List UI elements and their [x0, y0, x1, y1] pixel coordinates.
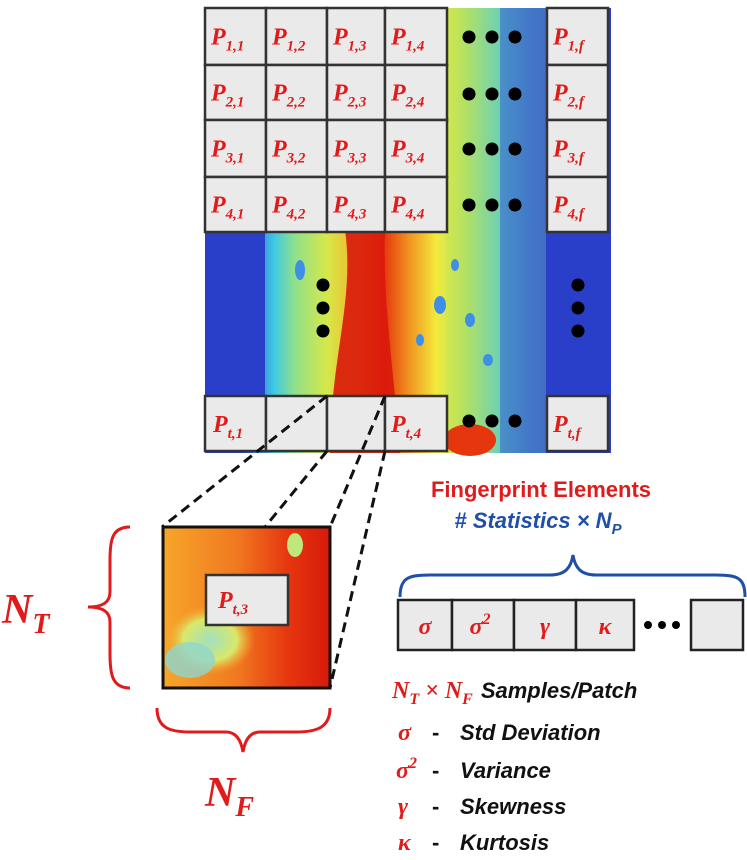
cell-4-1-label: P4,1: [210, 193, 244, 223]
fp-box-4: [574, 598, 636, 652]
cell-1-1: [203, 6, 268, 67]
cell-4-1: [203, 175, 268, 234]
cell-4-4-label: P4,4: [390, 193, 425, 223]
cell-2-f-label: P2,f: [552, 81, 586, 111]
svg-text:-: -: [432, 720, 439, 745]
legend: σ - Std Deviation σ2 - Variance γ - Skew…: [396, 720, 601, 856]
cell-2-3-label: P2,3: [332, 81, 367, 111]
legend-item-variance: σ2 - Variance: [396, 755, 551, 784]
fp-box-2-label: σ2: [470, 611, 491, 640]
nt-brace: NT: [1, 525, 131, 690]
cell-4-3-label: P4,3: [332, 193, 367, 223]
cell-t-f-label: Pt,f: [552, 412, 583, 442]
col-f-vertical-ellipsis: [571, 278, 585, 338]
cell-1-3-label: P1,3: [332, 25, 367, 55]
legend-item-skewness: γ - Skewness: [398, 794, 566, 820]
nt-label: NT: [1, 587, 51, 640]
svg-text:σ2: σ2: [396, 755, 417, 784]
svg-text:Kurtosis: Kurtosis: [460, 830, 549, 855]
cell-t-1-label: Pt,1: [212, 412, 243, 442]
nf-brace: NF: [155, 707, 332, 823]
svg-text:σ: σ: [398, 720, 412, 746]
legend-item-kurtosis: κ - Kurtosis: [398, 830, 549, 856]
legend-item-std: σ - Std Deviation: [398, 720, 601, 746]
cell-3-3: [325, 118, 387, 179]
fp-box-3-label: γ: [540, 614, 550, 640]
bottom-row: Pt,1 Pt,4 Pt,f: [203, 394, 610, 453]
cell-t-f: [545, 394, 610, 453]
cell-3-2-label: P3,2: [271, 137, 306, 167]
cell-3-f: [545, 118, 610, 179]
fp-box-1-label: σ: [419, 614, 433, 640]
fingerprint-elements: σ σ2 γ κ: [396, 598, 745, 652]
cell-2-4-label: P2,4: [390, 81, 425, 111]
cell-2-f: [545, 63, 610, 122]
fp-box-empty: [689, 598, 745, 652]
cell-3-4-label: P3,4: [390, 137, 425, 167]
cell-1-1-label: P1,1: [210, 25, 244, 55]
cell-3-f-label: P3,f: [552, 137, 586, 167]
inner-patch-label: Pt,3: [217, 588, 249, 618]
cell-4-2-label: P4,2: [271, 193, 306, 223]
svg-text:Skewness: Skewness: [460, 794, 566, 819]
fp-box-4-label: κ: [599, 614, 613, 640]
cell-2-2-label: P2,2: [271, 81, 306, 111]
svg-text:κ: κ: [398, 830, 412, 856]
row-4-ellipsis: [462, 198, 522, 212]
cell-t-4-label: Pt,4: [390, 412, 422, 442]
svg-text:-: -: [432, 794, 439, 819]
row-2-ellipsis: [462, 87, 522, 101]
row-1-ellipsis: [462, 30, 522, 44]
cell-3-1-label: P3,1: [210, 137, 244, 167]
cell-3-4: [383, 118, 449, 179]
zoomed-patch: Pt,3: [161, 525, 332, 690]
svg-text:Variance: Variance: [460, 758, 551, 783]
fp-ellipsis-dots: [644, 621, 680, 629]
svg-text:-: -: [432, 758, 439, 783]
cell-4-f: [545, 175, 610, 234]
cell-1-f-label: P1,f: [552, 25, 586, 55]
patch-grid: P1,1 P1,2 P1,3 P1,4 P1,fP2,1 P2,2 P2,3 P2,4 P2,f…: [203, 6, 610, 234]
cell-4-f-label: P4,f: [552, 193, 586, 223]
cell-3-3-label: P3,3: [332, 137, 367, 167]
cell-t-2: [264, 394, 329, 453]
svg-text:Std Deviation: Std Deviation: [460, 720, 601, 745]
bottom-row-ellipsis: [462, 414, 522, 428]
grid-ellipsis-dots: [316, 30, 585, 428]
cell-1-2: [264, 6, 329, 67]
fingerprint-title: Fingerprint Elements: [431, 477, 651, 502]
cell-3-2: [264, 118, 329, 179]
row-3-ellipsis: [462, 142, 522, 156]
cell-1-2-label: P1,2: [271, 25, 306, 55]
cell-t-1: [203, 394, 268, 453]
inner-patch-box: [204, 573, 290, 627]
fp-box-3: [512, 598, 578, 652]
cell-2-1-label: P2,1: [210, 81, 244, 111]
fingerprint-brace: [398, 554, 747, 598]
cell-t-3: [325, 394, 387, 453]
zoom-projection-lines: [161, 394, 387, 689]
cell-2-3: [325, 63, 387, 122]
cell-2-4: [383, 63, 449, 122]
svg-text:γ: γ: [398, 794, 408, 820]
cell-t-4: [383, 394, 449, 453]
cell-1-4-label: P1,4: [390, 25, 425, 55]
col-1-vertical-ellipsis: [316, 278, 330, 338]
svg-text:-: -: [432, 830, 439, 855]
nf-label: NF: [204, 770, 254, 823]
fp-box-1: [396, 598, 454, 652]
cell-4-4: [383, 175, 449, 234]
fingerprint-subtitle: # Statistics × NP: [454, 508, 622, 538]
cell-1-3: [325, 6, 387, 67]
